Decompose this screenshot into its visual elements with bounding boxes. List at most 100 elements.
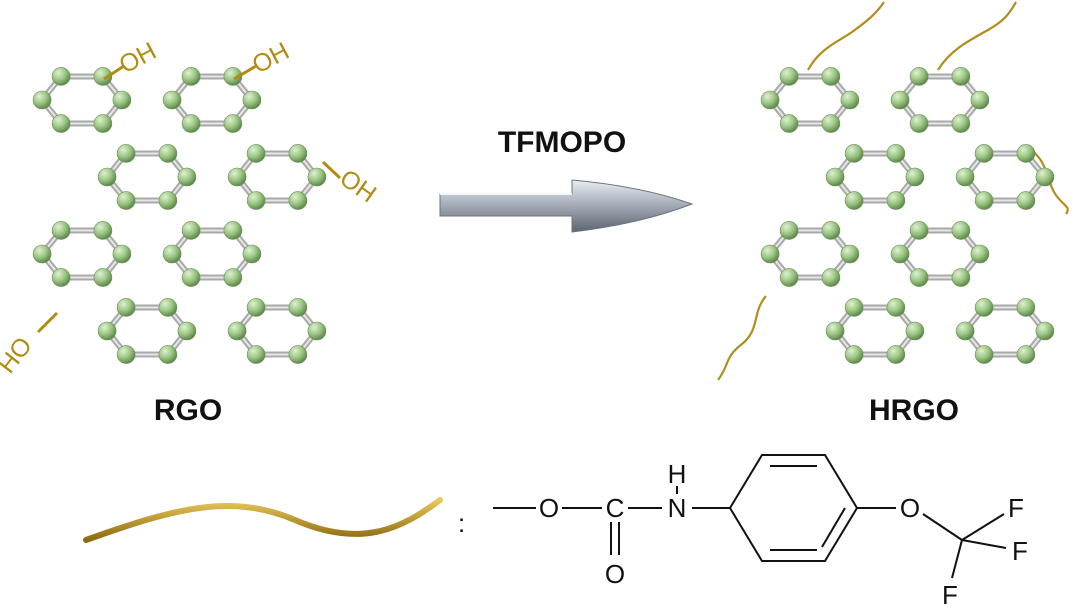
carbon-atom bbox=[223, 221, 243, 240]
carbon-atom bbox=[227, 167, 247, 187]
carbon-atom bbox=[970, 90, 990, 110]
carbon-atom bbox=[288, 345, 308, 364]
carbon-atom bbox=[116, 298, 136, 317]
carbon-atom bbox=[821, 67, 841, 86]
carbon-atom bbox=[779, 114, 799, 133]
carbon-atom bbox=[158, 191, 178, 210]
carbon-atom bbox=[955, 167, 975, 187]
carbon-atom bbox=[844, 144, 864, 163]
carbon-atom bbox=[821, 221, 841, 240]
carbon-atom bbox=[909, 114, 929, 133]
carbon-atom bbox=[116, 345, 136, 364]
carbon-atom bbox=[951, 114, 971, 133]
carbon-atom bbox=[177, 167, 197, 187]
carbon-atom bbox=[162, 244, 182, 264]
rgo-bonds bbox=[39, 73, 320, 358]
carbon-atom bbox=[223, 268, 243, 287]
tfmopo-structure: O C O N H O F F F bbox=[493, 454, 1028, 610]
hydroxyl-group: OH bbox=[115, 37, 161, 79]
reagent-label: TFMOPO bbox=[498, 126, 626, 159]
carbon-atom bbox=[227, 321, 247, 341]
carbon-atom bbox=[93, 114, 113, 133]
carbon-atom bbox=[177, 321, 197, 341]
carbon-atom bbox=[181, 268, 201, 287]
carbon-atom bbox=[288, 298, 308, 317]
carbon-atom bbox=[97, 321, 117, 341]
carbon-atom bbox=[974, 191, 994, 210]
carbon-atom bbox=[116, 191, 136, 210]
carbon-atom bbox=[844, 298, 864, 317]
carbon-atom bbox=[51, 114, 71, 133]
carbon-atom bbox=[93, 67, 113, 86]
carbon-atom bbox=[951, 268, 971, 287]
carbon-atom bbox=[886, 144, 906, 163]
carbon-atom bbox=[1016, 345, 1036, 364]
carbon-atom bbox=[760, 90, 780, 110]
hydroxyl-group: OH bbox=[248, 37, 294, 79]
atom-f-top: F bbox=[1008, 493, 1024, 523]
carbon-atom bbox=[844, 345, 864, 364]
carbon-atom bbox=[181, 114, 201, 133]
carbon-atom bbox=[51, 67, 71, 86]
carbon-atom bbox=[246, 298, 266, 317]
carbon-atom bbox=[93, 268, 113, 287]
carbon-atom bbox=[223, 67, 243, 86]
product-label: HRGO bbox=[869, 394, 959, 427]
carbon-atom bbox=[307, 167, 327, 187]
carbon-atom bbox=[158, 144, 178, 163]
carbon-atom bbox=[1016, 191, 1036, 210]
carbon-atom bbox=[246, 191, 266, 210]
carbon-atom bbox=[1016, 298, 1036, 317]
carbon-atom bbox=[112, 90, 132, 110]
carbon-atom bbox=[974, 298, 994, 317]
rgo-atoms bbox=[32, 67, 327, 364]
carbon-atom bbox=[821, 114, 841, 133]
carbon-atom bbox=[181, 221, 201, 240]
carbon-atom bbox=[760, 244, 780, 264]
carbon-atom bbox=[779, 268, 799, 287]
carbon-atom bbox=[779, 221, 799, 240]
carbon-atom bbox=[886, 298, 906, 317]
carbon-atom bbox=[951, 221, 971, 240]
carbon-atom bbox=[246, 345, 266, 364]
carbon-atom bbox=[242, 90, 262, 110]
carbon-atom bbox=[821, 268, 841, 287]
atom-h: H bbox=[668, 459, 687, 489]
carbon-atom bbox=[116, 144, 136, 163]
carbon-atom bbox=[32, 90, 52, 110]
hrgo-sheet bbox=[760, 67, 1055, 364]
carbon-atom bbox=[909, 268, 929, 287]
carbon-atom bbox=[974, 144, 994, 163]
carbon-atom bbox=[93, 221, 113, 240]
carbon-atom bbox=[955, 321, 975, 341]
carbon-atom bbox=[181, 67, 201, 86]
reactant-label: RGO bbox=[154, 394, 222, 427]
carbon-atom bbox=[32, 244, 52, 264]
atom-f-bottom: F bbox=[942, 580, 958, 610]
carbon-atom bbox=[844, 191, 864, 210]
carbon-atom bbox=[162, 90, 182, 110]
benzene-ring bbox=[728, 454, 859, 562]
atom-c-carbonyl: C bbox=[606, 493, 625, 523]
carbon-atom bbox=[890, 90, 910, 110]
carbon-atom bbox=[307, 321, 327, 341]
carbon-atom bbox=[909, 221, 929, 240]
atom-f-right: F bbox=[1012, 536, 1028, 566]
carbon-atom bbox=[97, 167, 117, 187]
carbon-atom bbox=[890, 244, 910, 264]
carbon-atom bbox=[779, 67, 799, 86]
carbon-atom bbox=[288, 144, 308, 163]
carbon-atom bbox=[1035, 321, 1055, 341]
atom-n: N bbox=[668, 493, 687, 523]
hydroxyl-group: HO bbox=[0, 332, 38, 379]
carbon-atom bbox=[840, 90, 860, 110]
carbon-atom bbox=[951, 67, 971, 86]
carbon-atom bbox=[970, 244, 990, 264]
chain-legend-swatch bbox=[83, 497, 443, 543]
hrgo-chains bbox=[717, 1, 1069, 381]
carbon-atom bbox=[825, 321, 845, 341]
hrgo-atoms bbox=[760, 67, 1055, 364]
carbon-atom bbox=[905, 167, 925, 187]
hrgo-bonds bbox=[767, 73, 1048, 358]
